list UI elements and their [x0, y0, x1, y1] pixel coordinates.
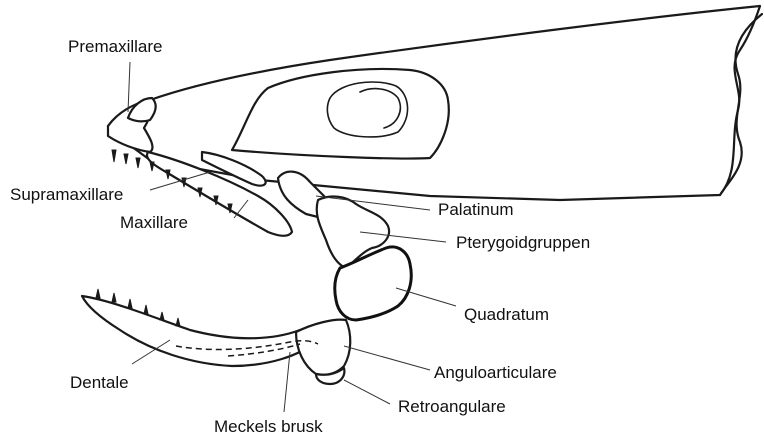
orbital-bone-inner — [327, 82, 407, 137]
label-supramaxillare: Supramaxillare — [10, 185, 123, 204]
orbital-bone-outer — [232, 69, 449, 159]
premaxillare-tip — [128, 98, 156, 121]
skull-rear-edge — [720, 14, 762, 195]
label-quadratum: Quadratum — [464, 305, 549, 324]
anguloarticulare-bone — [296, 320, 350, 375]
label-retroangulare: Retroangulare — [398, 397, 506, 416]
label-anguloarticulare: Anguloarticulare — [434, 363, 557, 382]
label-maxillare: Maxillare — [120, 213, 188, 232]
orbital-bone-ring — [360, 89, 400, 128]
label-meckels-brusk: Meckels brusk — [214, 417, 323, 436]
dentale-bone — [82, 296, 318, 366]
label-palatinum: Palatinum — [438, 200, 514, 219]
label-dentale: Dentale — [70, 373, 129, 392]
label-premaxillare: Premaxillare — [68, 37, 162, 56]
label-pterygoidgruppen: Pterygoidgruppen — [456, 233, 590, 252]
